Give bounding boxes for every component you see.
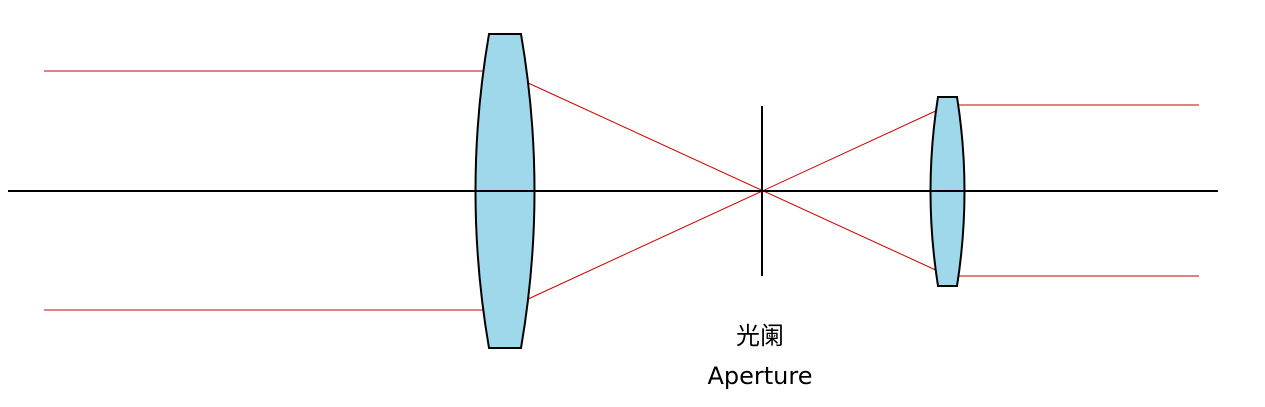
ray-cross-bottom-to-top <box>525 108 941 301</box>
aperture-label-english: Aperture <box>707 362 813 390</box>
ray-cross-top-to-bottom <box>525 81 941 273</box>
aperture-label-chinese: 光阑 <box>736 322 784 350</box>
